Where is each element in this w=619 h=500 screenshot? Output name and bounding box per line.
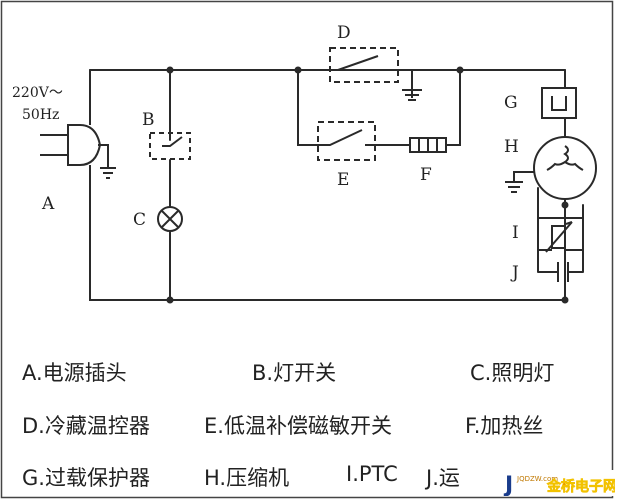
- lamp-switch-icon: [149, 132, 191, 160]
- ptc-run-cap-wires: [537, 187, 584, 273]
- label-E: E: [337, 170, 349, 190]
- label-I: I: [512, 223, 519, 243]
- junction-dots: [166, 66, 569, 304]
- thermostat-branch-wire: [297, 69, 319, 146]
- run-capacitor-icon: [538, 262, 583, 282]
- legend-item-g: G.过载保护器: [22, 466, 150, 490]
- heater-icon: [409, 137, 447, 153]
- frequency-label: 50Hz: [22, 107, 59, 123]
- ptc-thermistor-icon: [538, 217, 583, 253]
- watermark-logo: J JQDZW.com 金桥电子网: [503, 470, 615, 496]
- legend-item-h: H.压缩机: [204, 466, 290, 490]
- heater-branch-wire: [374, 69, 461, 146]
- compressor-motor-icon: [505, 136, 597, 200]
- power-plug-icon: [40, 110, 116, 180]
- legend-item-d: D.冷藏温控器: [22, 414, 150, 438]
- lamp-icon: [157, 206, 183, 232]
- svg-text:J: J: [503, 473, 513, 496]
- label-J: J: [510, 263, 519, 283]
- legend-item-a: A.电源插头: [22, 361, 127, 385]
- label-H: H: [504, 137, 519, 157]
- watermark-site: JQDZW.com: [516, 475, 558, 483]
- legend-item-f: F.加热丝: [465, 414, 544, 438]
- legend-item-j: J.运: [426, 466, 460, 490]
- legend-item-e: E.低温补偿磁敏开关: [204, 414, 392, 438]
- overload-protector-icon: [541, 87, 577, 119]
- label-F: F: [420, 165, 432, 185]
- label-D: D: [337, 23, 351, 43]
- magnetic-switch-icon: [317, 121, 376, 161]
- bottom-wire: [89, 179, 566, 301]
- voltage-label: 220V～: [12, 85, 63, 101]
- legend-item-i: I.PTC: [346, 462, 398, 486]
- label-A: A: [41, 194, 55, 214]
- thermostat-switch-icon: [298, 47, 422, 101]
- watermark-text: 金桥电子网: [546, 478, 615, 495]
- legend-item-c: C.照明灯: [470, 361, 555, 385]
- label-B: B: [142, 110, 155, 130]
- label-G: G: [504, 93, 518, 113]
- legend-item-b: B.灯开关: [252, 361, 337, 385]
- label-C: C: [133, 210, 146, 230]
